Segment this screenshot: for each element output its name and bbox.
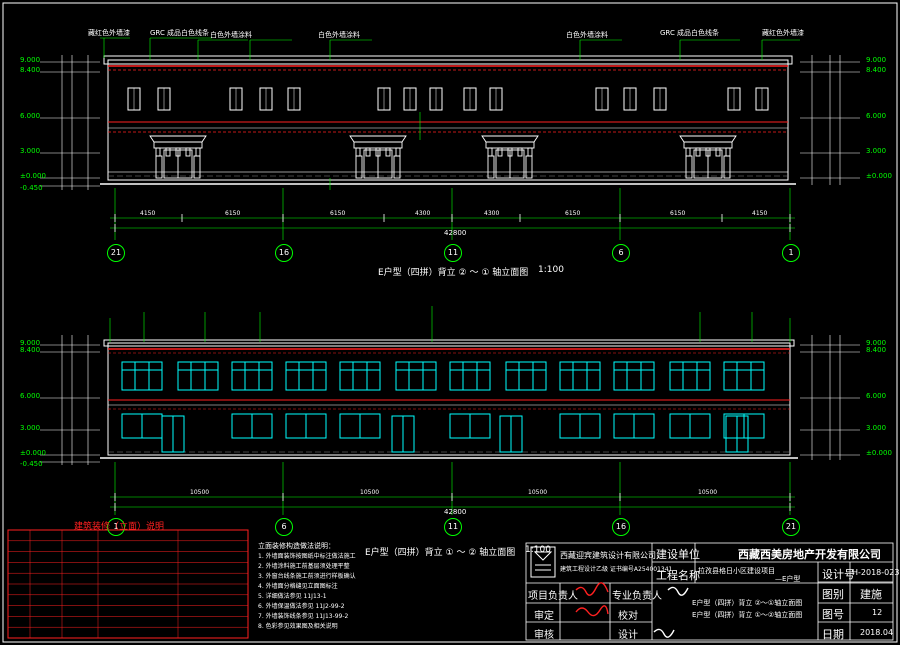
- sheet-label: 图号: [822, 608, 844, 621]
- level2-l5: ±0.000: [20, 449, 46, 457]
- note-line: 8. 色彩参见效果图及相关说明: [258, 623, 338, 630]
- note-line: 4. 外墙面分格缝见立面图标注: [258, 583, 338, 590]
- level-r5: ±0.000: [866, 172, 892, 180]
- drawing-title-1: E户型（四拼）背立 ②～①轴立面图: [692, 599, 803, 607]
- drawing-title-2: E户型（四拼）背立 ①～②轴立面图: [692, 611, 803, 619]
- level-r1: 9.000: [866, 56, 887, 64]
- dim-2-3: 10500: [698, 489, 718, 496]
- dim-2-0: 10500: [190, 489, 210, 496]
- axis-bubble-21: 21: [782, 518, 800, 536]
- signatures: [575, 582, 689, 638]
- note-line: 2. 外墙涂料施工前基层须处理平整: [258, 563, 350, 570]
- project-label: 工程名称: [656, 569, 700, 582]
- notes-heading: 立面装修构造做法说明：: [258, 542, 335, 550]
- annot-3: 白色外墙涂料: [210, 31, 252, 39]
- level2-l2: 8.400: [20, 346, 41, 354]
- level2-l6: -0.450: [20, 460, 43, 468]
- company-sub: 建筑工程设计乙级 证书编号A254001341: [560, 566, 673, 573]
- build-unit: 西藏西美房地产开发有限公司: [738, 548, 881, 561]
- total-dim-2: 42800: [444, 508, 467, 516]
- date-label: 日期: [822, 628, 844, 641]
- leader-label: 项目负责人: [528, 591, 578, 602]
- drawing-label: 图别: [822, 588, 844, 601]
- axis-bubble-21: 21: [107, 244, 125, 262]
- elevation-top: [40, 37, 860, 240]
- dim-1-2: 6150: [330, 210, 346, 217]
- dim-1-7: 4150: [752, 210, 768, 217]
- level2-r3: 6.000: [866, 392, 887, 400]
- elev2-scale: 1:100: [525, 545, 551, 555]
- annot-6: GRC 成品白色线条: [660, 29, 720, 37]
- annot-2: GRC 成品白色线条: [150, 29, 210, 37]
- note-line: 1. 外墙面装饰按图纸中标注做法施工: [258, 553, 356, 560]
- elev1-scale: 1:100: [538, 265, 564, 275]
- dim-2-1: 10500: [360, 489, 380, 496]
- level-l1: 9.000: [20, 56, 41, 64]
- build-unit-label: 建设单位: [656, 548, 700, 561]
- design-no: H-2018-023: [852, 568, 900, 577]
- annot-7: 藏红色外墙漆: [762, 29, 804, 37]
- level-l5: ±0.000: [20, 172, 46, 180]
- audit-label: 审核: [534, 630, 554, 641]
- axis-bubble-6: 6: [612, 244, 630, 262]
- annot-5: 白色外墙涂料: [566, 31, 608, 39]
- dim-1-4: 4300: [484, 210, 500, 217]
- axis-bubble-1: 1: [782, 244, 800, 262]
- level2-l3: 6.000: [20, 392, 41, 400]
- level-l3: 6.000: [20, 112, 41, 120]
- note-line: 6. 外墙保温做法参见 11J2-99-2: [258, 603, 345, 610]
- design-label: 设计: [618, 630, 638, 641]
- date: 2018.04: [860, 628, 894, 637]
- axis-bubble-11: 11: [444, 244, 462, 262]
- project-sub: —E户型: [775, 575, 801, 583]
- notes-table: [7, 529, 249, 639]
- notes-table-title: 建筑装修（立面）说明: [74, 522, 165, 532]
- drawing: 建施: [860, 588, 882, 601]
- elev1-title: E户型（四拼）背立 ② ～ ① 轴立面图: [378, 268, 529, 278]
- axis-bubble-1: 1: [107, 518, 125, 536]
- level-l4: 3.000: [20, 147, 41, 155]
- note-line: 3. 外窗台线条施工前须进行样板确认: [258, 573, 356, 580]
- level2-r1: 9.000: [866, 339, 887, 347]
- level2-r5: ±0.000: [866, 449, 892, 457]
- dim-1-3: 4300: [415, 210, 431, 217]
- level2-r2: 8.400: [866, 346, 887, 354]
- axis-bubble-11: 11: [444, 518, 462, 536]
- note-line: 7. 外墙装饰线条参见 11J13-99-2: [258, 613, 349, 620]
- title-block-grid: [525, 542, 894, 641]
- dim-2-2: 10500: [528, 489, 548, 496]
- elev2-title: E户型（四拼）背立 ① ～ ② 轴立面图: [365, 548, 516, 558]
- axis-bubble-6: 6: [275, 518, 293, 536]
- axis-bubble-16: 16: [612, 518, 630, 536]
- level-r3: 6.000: [866, 112, 887, 120]
- axis-bubble-16: 16: [275, 244, 293, 262]
- annot-4: 白色外墙涂料: [318, 31, 360, 39]
- dim-1-1: 6150: [225, 210, 241, 217]
- company-name: 西藏迎宾建筑设计有限公司: [560, 551, 656, 560]
- check-label: 校对: [618, 611, 638, 622]
- review-label: 审定: [534, 611, 554, 622]
- level-l6: -0.450: [20, 184, 43, 192]
- note-line: 5. 详细做法参见 11J13-1: [258, 593, 327, 600]
- company-logo: [530, 546, 556, 578]
- prof-label: 专业负责人: [612, 591, 662, 602]
- elevation-bottom: [40, 306, 860, 515]
- sheet: 12: [872, 608, 883, 617]
- level2-l4: 3.000: [20, 424, 41, 432]
- level-r2: 8.400: [866, 66, 887, 74]
- total-dim-1: 42800: [444, 229, 467, 237]
- dim-1-6: 6150: [670, 210, 686, 217]
- project-name: 拉孜县格日小区建设项目: [698, 567, 775, 575]
- level-l2: 8.400: [20, 66, 41, 74]
- design-no-label: 设计号: [822, 568, 855, 581]
- dim-1-0: 4150: [140, 210, 156, 217]
- level2-r4: 3.000: [866, 424, 887, 432]
- level2-l1: 9.000: [20, 339, 41, 347]
- annot-1: 藏红色外墙漆: [88, 29, 130, 37]
- dim-1-5: 6150: [565, 210, 581, 217]
- level-r4: 3.000: [866, 147, 887, 155]
